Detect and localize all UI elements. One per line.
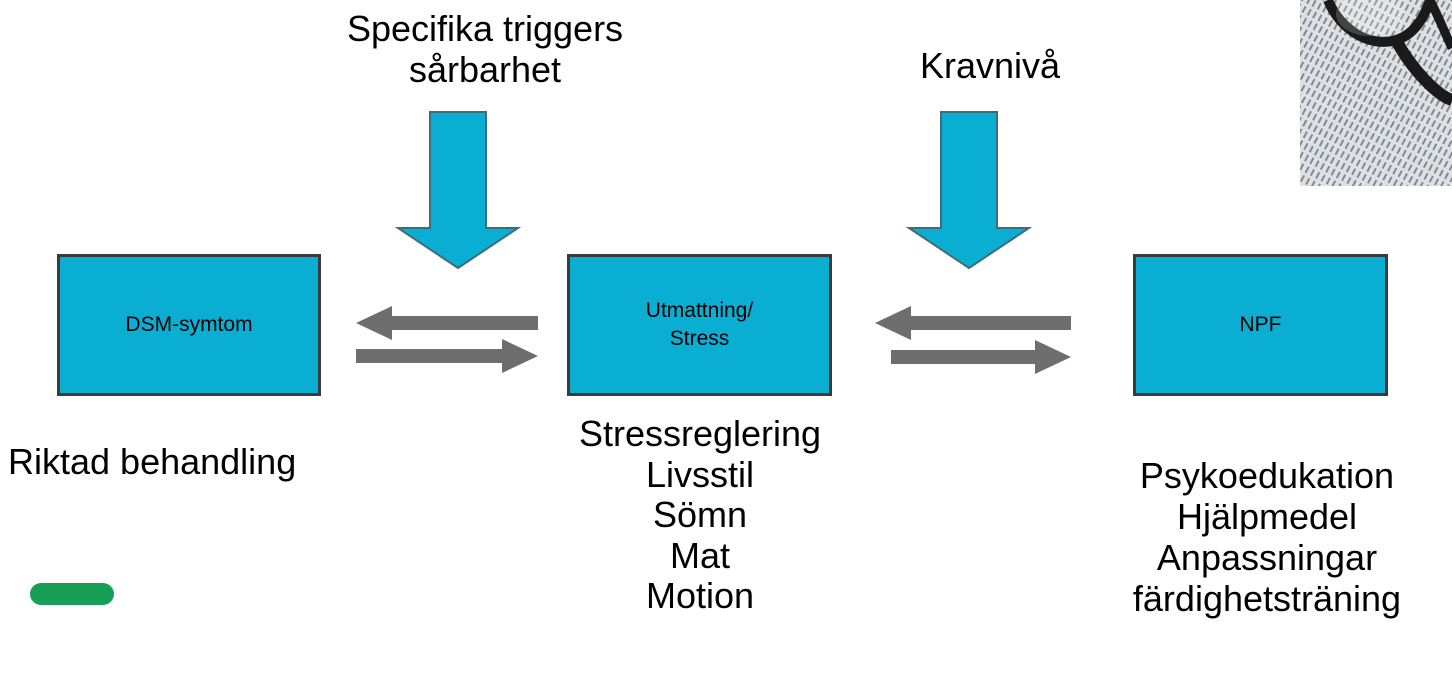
list-item: Hjälpmedel	[1176, 496, 1358, 537]
list-item: Sömn	[652, 494, 748, 535]
glasses-on-book-photo	[1300, 0, 1452, 186]
arrow-right-center-to-npf	[891, 340, 1071, 374]
box-utmattning-stress: Utmattning/ Stress	[567, 254, 832, 396]
list-item: färdighetsträning	[1132, 578, 1402, 619]
down-arrow-triggers	[394, 111, 522, 270]
box-dsm-symtom: DSM-symtom	[57, 254, 321, 396]
list-npf-interventions: Psykoedukation Hjälpmedel Anpassningar f…	[1082, 455, 1452, 619]
box-dsm-symtom-label: DSM-symtom	[125, 312, 253, 336]
box-center-label-line1: Utmattning/	[645, 298, 754, 322]
box-center-label-line2: Stress	[669, 327, 730, 350]
list-item: Livsstil	[645, 453, 755, 495]
list-item: Anpassningar	[1156, 537, 1378, 578]
label-triggers-line1: Specifika triggers	[346, 8, 624, 49]
arrow-left-center-to-dsm	[356, 306, 538, 340]
box-npf-label: NPF	[1239, 312, 1282, 336]
label-triggers-line2: sårbarhet	[408, 49, 562, 90]
list-item: Motion	[645, 575, 755, 616]
label-specifika-triggers: Specifika triggers sårbarhet	[270, 8, 700, 90]
list-item: Stressreglering	[578, 413, 822, 454]
caption-riktad-behandling: Riktad behandling	[8, 441, 297, 482]
green-dash-mark	[30, 583, 114, 605]
box-npf: NPF	[1133, 254, 1388, 396]
list-item: Psykoedukation	[1139, 455, 1395, 496]
arrow-right-dsm-to-center	[356, 339, 538, 373]
down-arrow-kravniva	[905, 111, 1033, 270]
arrow-left-npf-to-center	[875, 306, 1071, 340]
list-stress-interventions: Stressreglering Livsstil Sömn Mat Motion	[520, 413, 880, 617]
list-item: Mat	[669, 534, 730, 576]
photo-illustration	[1300, 0, 1452, 186]
label-kravniva: Kravnivå	[919, 45, 1061, 86]
